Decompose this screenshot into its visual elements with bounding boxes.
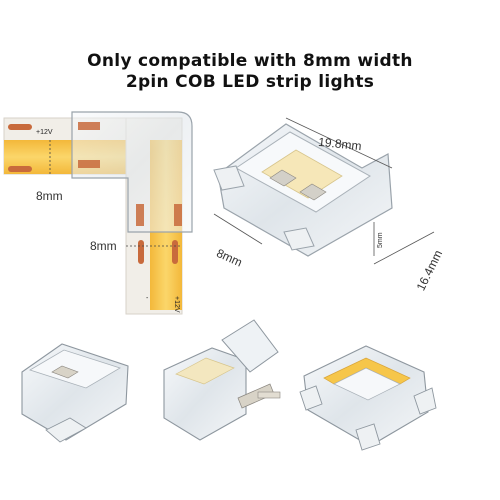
side-clip [213,165,245,191]
height-label: 5mm [377,232,384,248]
photo-1-top [29,349,121,389]
connector-contact [78,160,100,168]
length-dimension-line [285,117,393,169]
connector-photo-1 [21,343,129,443]
photo-2-pin [257,391,281,399]
l-connector-strip-diagram: +12V +12V - 8mm 8mm [3,111,193,315]
photo-1-clip [45,417,87,443]
copper-pad [8,124,32,130]
polarity-label-bottom: +12V [173,296,180,313]
width-label: 8mm [214,246,244,270]
depth-dimension-line [373,231,435,265]
width-label-center: 8mm [90,239,117,253]
connector-contact [78,122,100,130]
photo-1-contact [51,365,79,379]
straight-connector-dimension-diagram: 19.8mm 8mm 16.4mm 5mm [213,117,446,293]
connector-photo-3 [299,345,437,451]
headline-line-1: Only compatible with 8mm width [87,51,413,71]
photo-3-clip [299,385,323,411]
photo-3-clip [413,387,437,415]
bottom-product-photos [21,319,437,451]
copper-pad [138,240,144,264]
width-dimension-line [213,213,263,245]
metal-contact [269,169,297,187]
copper-pad [172,240,178,264]
connector-contact [174,204,182,226]
connector-photo-2 [163,319,281,441]
connector-contact [136,204,144,226]
photo-2-strip [175,357,235,385]
minus-sign: - [146,295,149,302]
side-clip [283,227,315,251]
clear-l-connector-cover [71,111,193,233]
photo-3-clip [355,423,381,451]
photo-3-inner [333,367,401,401]
copper-pad [8,166,32,172]
inserted-strip [261,149,343,199]
polarity-label-top: +12V [36,129,53,136]
length-label: 19.8mm [318,135,363,153]
width-label-left: 8mm [36,189,63,203]
headline-line-2: 2pin COB LED strip lights [125,72,375,92]
photo-2-lid [221,319,279,373]
depth-label: 16.4mm [414,248,446,293]
metal-contact [299,183,327,201]
